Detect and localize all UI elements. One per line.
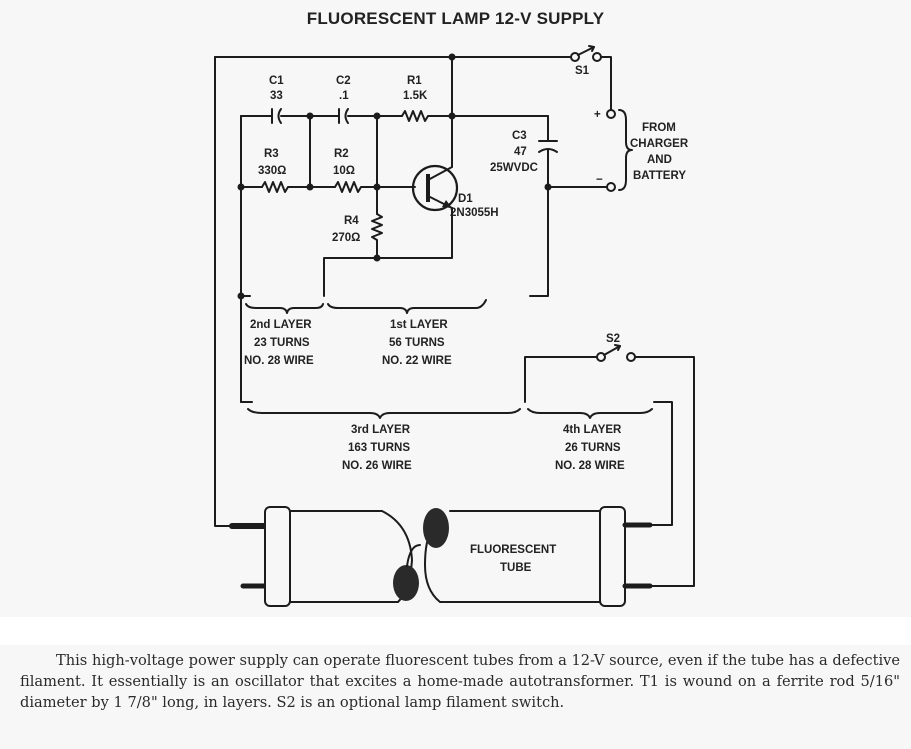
brace-layer3 (247, 408, 521, 419)
supply-brace (618, 109, 633, 191)
resistor-r1 (401, 110, 431, 122)
figure-caption: This high-voltage power supply can opera… (20, 652, 900, 711)
layer1-name: 1st LAYER (390, 319, 448, 331)
r4-value: 270Ω (332, 232, 360, 244)
wire-s2-left (524, 356, 598, 403)
wire-c3 (529, 115, 549, 297)
r1-ref: R1 (407, 75, 422, 87)
caption-panel (0, 645, 911, 749)
r3-value: 330Ω (258, 165, 286, 177)
layer3-turns: 163 TURNS (348, 442, 410, 454)
r4-ref: R4 (344, 215, 359, 227)
s2-label: S2 (606, 333, 620, 345)
terminal-minus (606, 182, 616, 192)
layer4-wire: NO. 28 WIRE (555, 460, 625, 472)
c3-rating: 25WVDC (490, 162, 538, 174)
brace-layer1 (327, 299, 487, 314)
resistor-r2 (334, 181, 363, 193)
plus-label: + (594, 109, 601, 121)
brace-layer4 (527, 408, 653, 419)
transistor-q1 (411, 164, 459, 212)
layer2-turns: 23 TURNS (254, 337, 310, 349)
switch-s2[interactable] (596, 344, 636, 362)
minus-label: − (596, 174, 603, 186)
q1-value: 2N3055H (450, 207, 499, 219)
c3-ref: C3 (512, 130, 527, 142)
capacitor-c1 (271, 108, 282, 124)
schematic: S1 + − FROM CHARGER AND BATTERY C1 33 C2… (214, 45, 695, 607)
resistor-r3 (261, 181, 291, 193)
switch-s1[interactable] (570, 45, 602, 62)
layer1-wire: NO. 22 WIRE (382, 355, 452, 367)
layer4-name: 4th LAYER (563, 424, 622, 436)
layer3-wire: NO. 26 WIRE (342, 460, 412, 472)
c1-ref: C1 (269, 75, 284, 87)
r3-ref: R3 (264, 148, 279, 160)
supply-label-2: CHARGER (630, 138, 689, 150)
layer3-name: 3rd LAYER (351, 424, 411, 436)
supply-label-4: BATTERY (633, 170, 686, 182)
c3-value: 47 (514, 146, 527, 158)
wire-left-outer (214, 56, 251, 527)
c2-value: .1 (339, 90, 349, 102)
layer2-wire: NO. 28 WIRE (244, 355, 314, 367)
wire-emitter (323, 207, 453, 297)
r2-value: 10Ω (333, 165, 355, 177)
layer1-turns: 56 TURNS (389, 337, 445, 349)
r2-ref: R2 (334, 148, 349, 160)
wire-s2-right (634, 356, 695, 587)
capacitor-c2 (338, 108, 349, 124)
q1-ref: D1 (458, 193, 473, 205)
layer2-name: 2nd LAYER (250, 319, 312, 331)
s1-label: S1 (575, 65, 590, 77)
layer4-turns: 26 TURNS (565, 442, 621, 454)
tube-label-1: FLUORESCENT (470, 544, 556, 556)
c2-ref: C2 (336, 75, 351, 87)
supply-label-3: AND (647, 154, 672, 166)
resistor-r4 (371, 213, 383, 259)
terminal-plus (606, 109, 616, 119)
diagram-title: FLUORESCENT LAMP 12-V SUPPLY (306, 9, 605, 28)
capacitor-c3 (538, 140, 558, 153)
r1-value: 1.5K (403, 90, 428, 102)
tube-label-2: TUBE (500, 562, 532, 574)
fluorescent-tube (229, 506, 653, 607)
wire-coil-end (642, 401, 673, 526)
wire-s1-to-plus (600, 56, 612, 111)
c1-value: 33 (270, 90, 283, 102)
brace-layer2 (245, 303, 324, 314)
supply-label-1: FROM (642, 122, 676, 134)
